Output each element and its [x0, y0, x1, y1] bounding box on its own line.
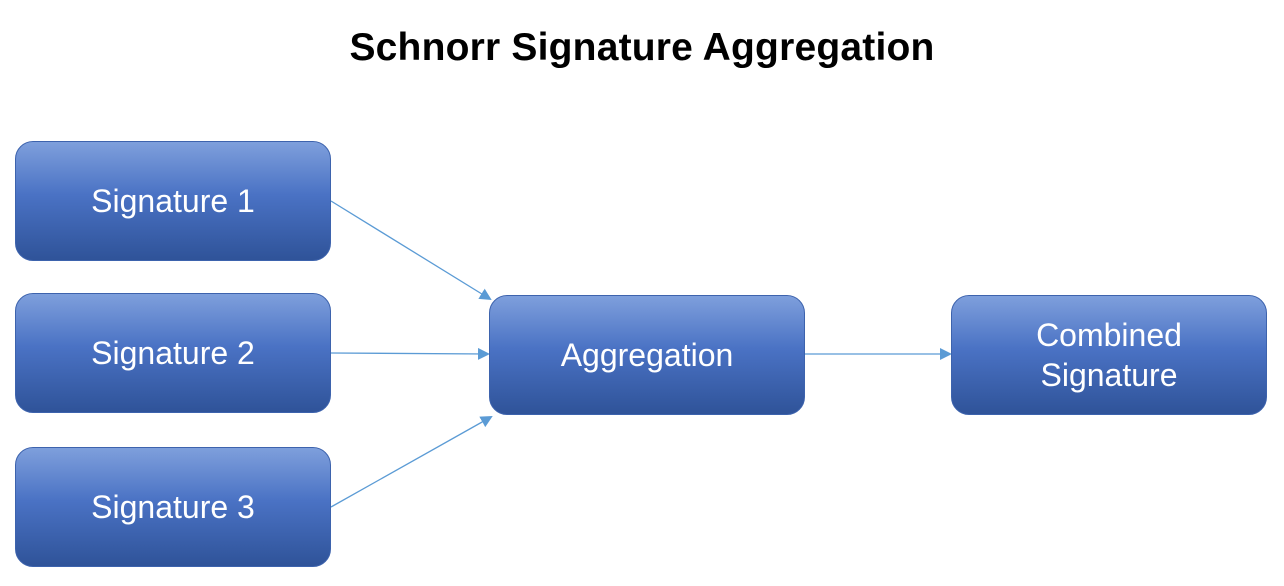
node-combined-signature: Combined Signature [951, 295, 1267, 415]
arrow-signature-3-to-aggregation [330, 416, 493, 508]
node-combined-signature-label: Combined Signature [1036, 317, 1182, 393]
node-aggregation-label: Aggregation [560, 337, 734, 373]
diagram-title: Schnorr Signature Aggregation [349, 26, 935, 69]
node-signature-2-label: Signature 2 [91, 335, 255, 371]
node-signature-3-label: Signature 3 [91, 489, 255, 525]
node-signature-2: Signature 2 [15, 293, 331, 413]
node-signature-1-label: Signature 1 [91, 183, 255, 219]
node-signature-3: Signature 3 [15, 447, 331, 567]
node-signature-1: Signature 1 [15, 141, 331, 261]
node-aggregation: Aggregation [489, 295, 805, 415]
arrow-signature-1-to-aggregation [330, 200, 492, 301]
arrow-signature-2-to-aggregation [330, 347, 490, 360]
